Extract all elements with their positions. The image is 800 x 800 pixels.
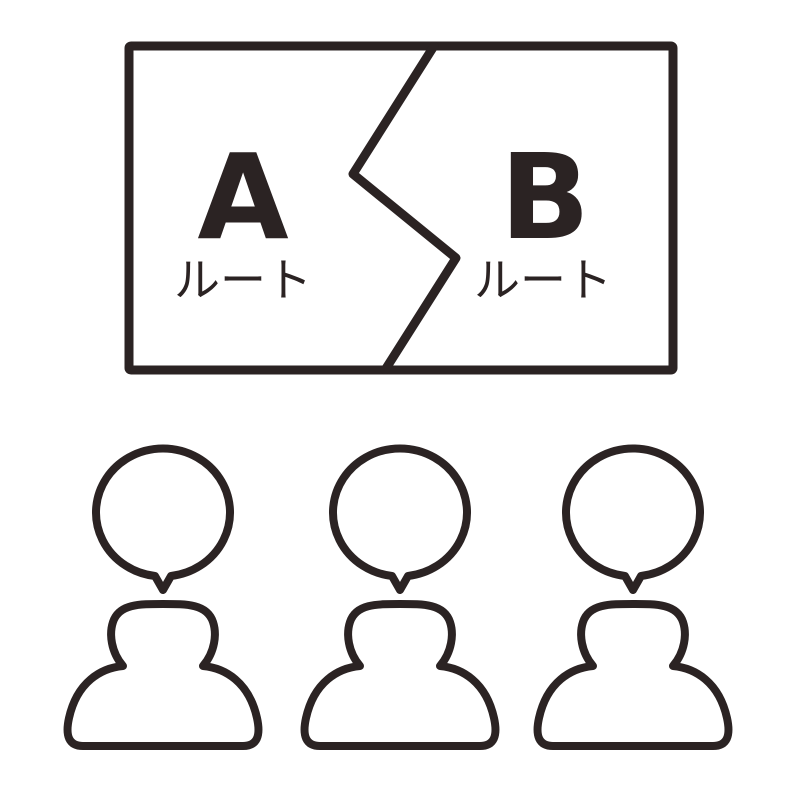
audience [63, 444, 733, 750]
speech-bubble-icon [562, 444, 704, 594]
route-option-b: B ルート [474, 128, 612, 307]
audience-member [300, 444, 500, 750]
route-a-label: ルート [174, 253, 312, 307]
route-b-label: ルート [474, 253, 612, 307]
route-b-letter: B [500, 128, 590, 266]
board-divider [348, 41, 461, 375]
route-option-a: A ルート [174, 128, 312, 307]
route-a-letter: A [197, 128, 288, 266]
person-icon [63, 600, 263, 750]
speech-bubble-icon [92, 444, 234, 594]
person-icon [533, 600, 733, 750]
route-board [124, 41, 678, 375]
person-icon [300, 600, 500, 750]
audience-member [63, 444, 263, 750]
board-frame [124, 41, 678, 375]
audience-member [533, 444, 733, 750]
speech-bubble-icon [329, 444, 471, 594]
